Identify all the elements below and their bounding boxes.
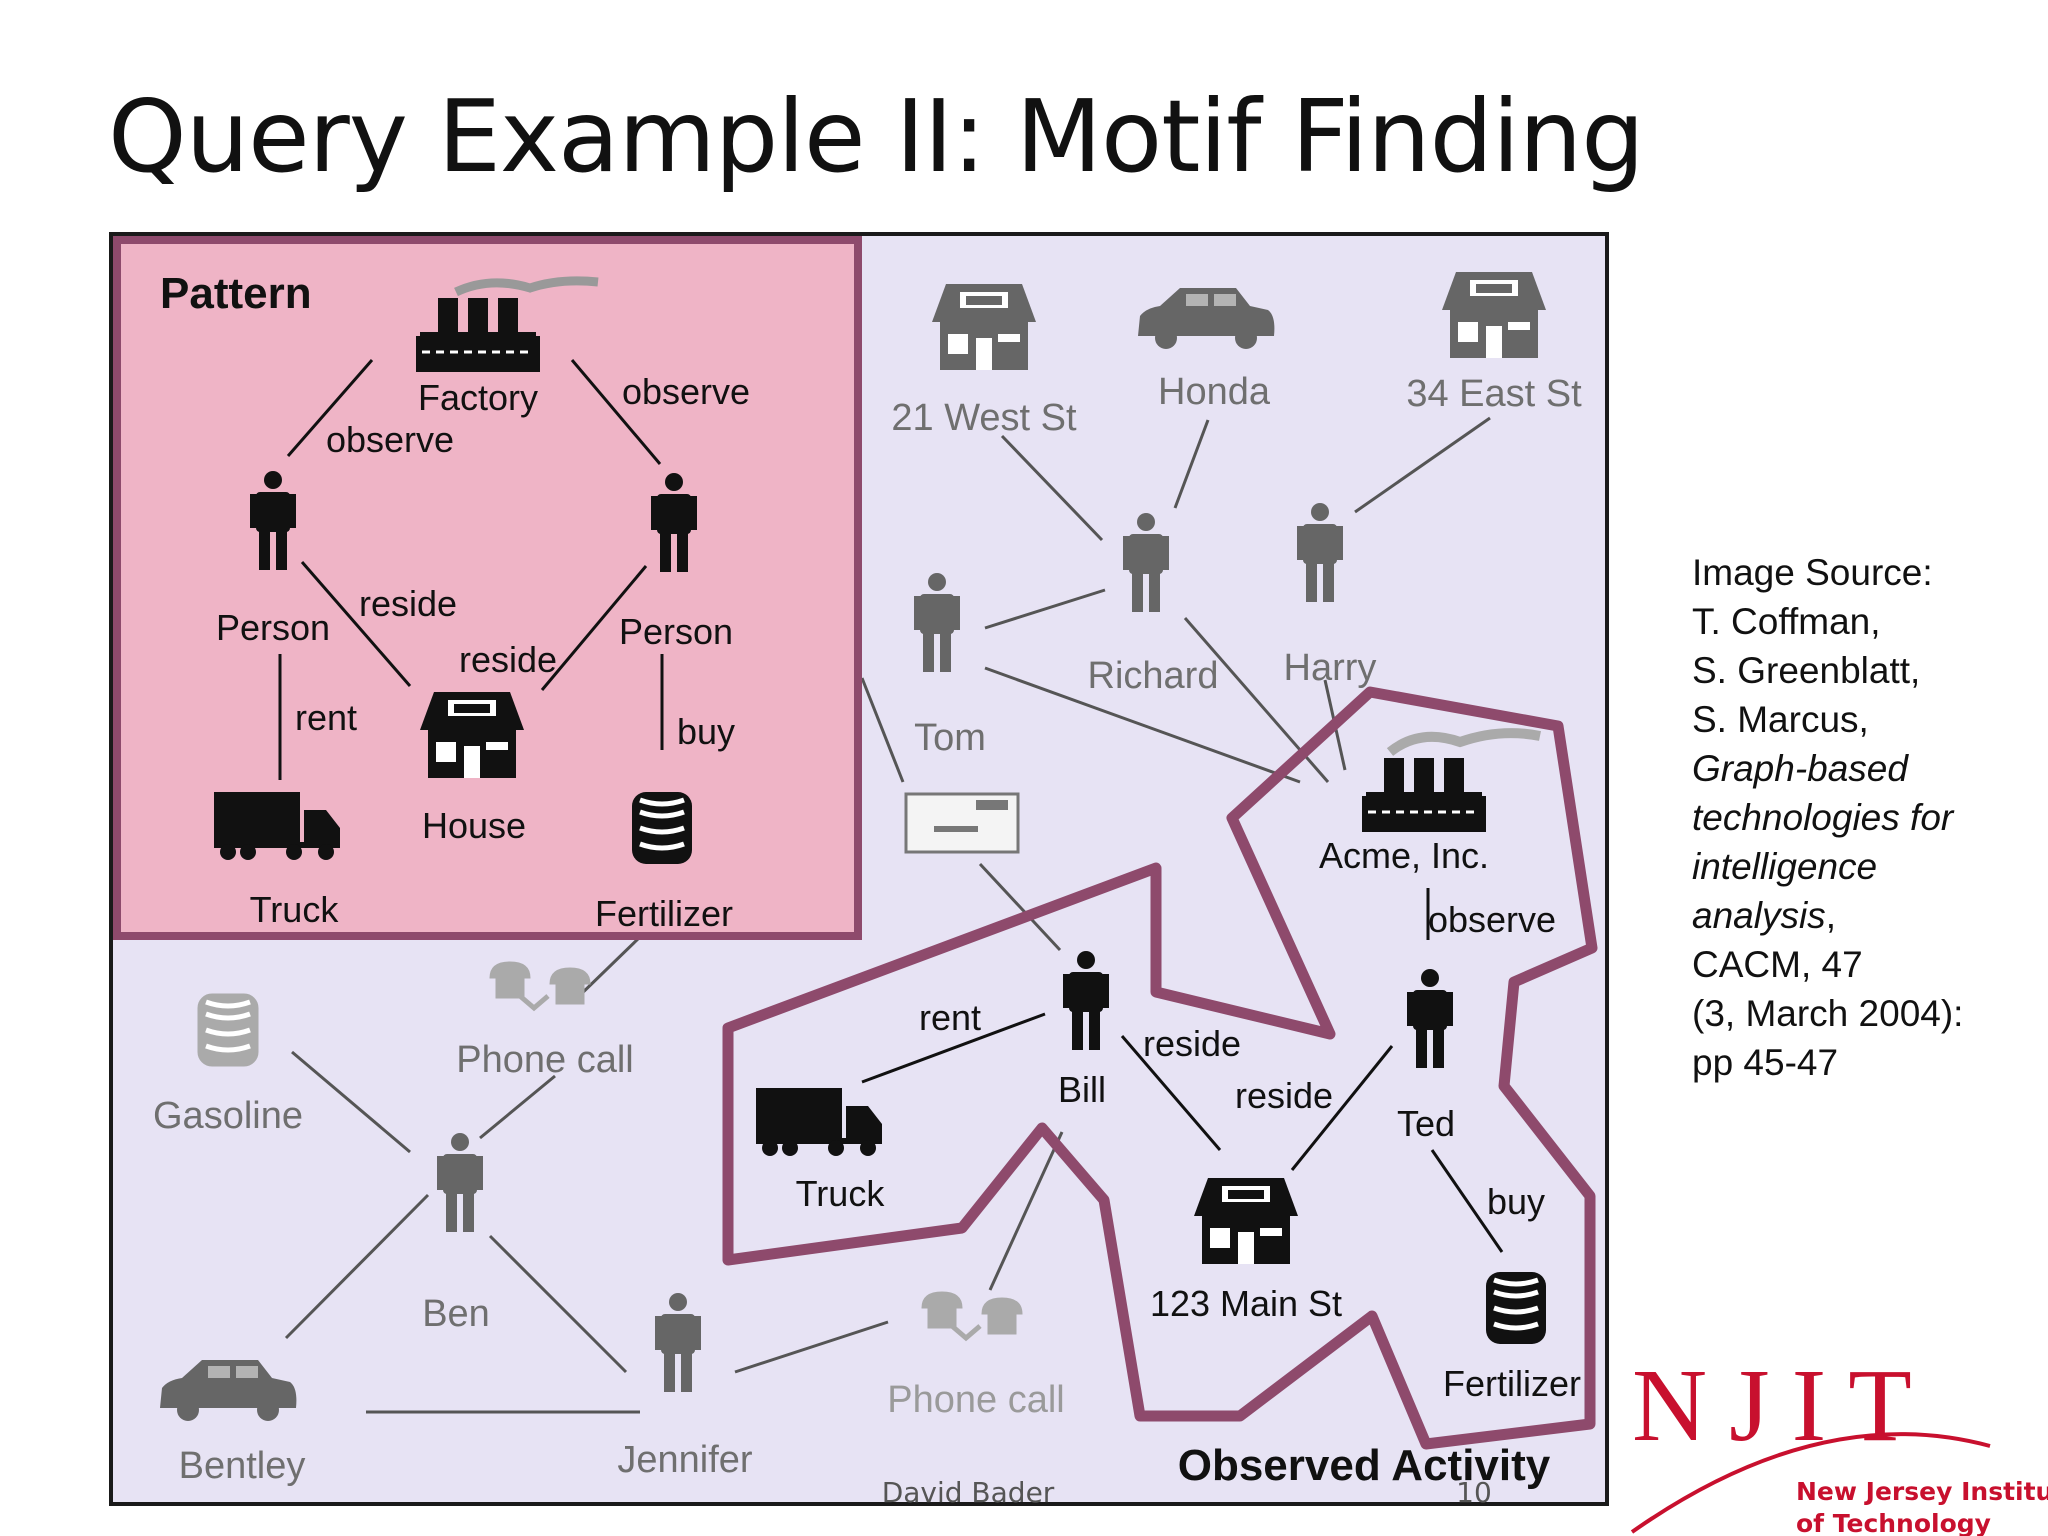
njit-swoosh: [1630, 1432, 1991, 1534]
node-label-acme: Acme, Inc.: [1319, 835, 1489, 876]
pattern-edges: [278, 359, 664, 780]
barrel-icon: [198, 994, 258, 1066]
observed-activity-heading: Observed Activity: [1178, 1441, 1551, 1490]
image-source-citation: Image Source: T. Coffman, S. Greenblatt,…: [1692, 548, 1963, 1087]
citation-line: S. Greenblatt,: [1692, 650, 1921, 691]
citation-comma: ,: [1825, 895, 1836, 936]
node-label-factory: Factory: [418, 377, 538, 418]
edge-label-reside-right: reside: [459, 639, 557, 680]
smoke-icon: [1386, 728, 1541, 757]
node-label-tom: Tom: [914, 717, 986, 759]
node-label-123-main-st: 123 Main St: [1150, 1283, 1342, 1324]
match-highlight-outline: [722, 686, 1598, 1450]
node-label-bentley: Bentley: [179, 1445, 306, 1487]
node-label-person-right: Person: [619, 611, 733, 652]
citation-line: Graph-based: [1692, 748, 1908, 789]
citation-line: analysis,: [1692, 891, 1963, 940]
edge-label-observe-left: observe: [326, 419, 454, 460]
node-label-truck: Truck: [250, 889, 340, 930]
edge-label-reside-left: reside: [359, 583, 457, 624]
barrel-icon: [632, 792, 692, 864]
node-label-house: House: [422, 805, 526, 846]
node-label-bill: Bill: [1058, 1069, 1106, 1110]
node-label-fertilizer: Fertilizer: [595, 893, 733, 934]
node-label-jennifer: Jennifer: [617, 1439, 753, 1481]
citation-line: S. Marcus,: [1692, 699, 1869, 740]
citation-line: pp 45-47: [1692, 1042, 1839, 1083]
footer-author: David Bader: [882, 1476, 1055, 1509]
house-icon: [1194, 1178, 1298, 1264]
barrel-icon: [1486, 1272, 1546, 1344]
slide-number: 10: [1456, 1476, 1492, 1509]
edge-label-reside-bill: reside: [1143, 1023, 1241, 1064]
node-label-phone-call-2: Phone call: [887, 1379, 1064, 1421]
smoke-icon: [454, 276, 599, 297]
pattern-heading: Pattern: [160, 269, 312, 318]
citation-line: intelligence: [1692, 846, 1878, 887]
node-label-richard: Richard: [1088, 655, 1219, 697]
edge-label-rent: rent: [295, 697, 357, 738]
edge-label-buy-activity: buy: [1487, 1181, 1545, 1222]
slide-title: Query Example II: Motif Finding: [108, 78, 1645, 195]
house-icon: [1442, 272, 1546, 358]
edge-label-buy: buy: [677, 711, 735, 752]
node-label-honda: Honda: [1158, 371, 1271, 413]
citation-line: (3, March 2004):: [1692, 993, 1964, 1034]
edge-label-reside-ted: reside: [1235, 1075, 1333, 1116]
matched-labels: Acme, Inc. Bill Ted Truck 123 Main St Fe…: [796, 835, 1581, 1404]
activity-labels-gray: 21 West St Honda 34 East St Tom Richard …: [153, 371, 1582, 1487]
node-label-phone-call-1: Phone call: [456, 1039, 633, 1081]
citation-line: technologies for: [1692, 797, 1954, 838]
document-icon: [904, 792, 1020, 854]
edge-label-observe-activity: observe: [1428, 899, 1556, 940]
citation-line: Image Source:: [1692, 552, 1933, 593]
node-label-truck-activity: Truck: [796, 1173, 886, 1214]
node-label-harry: Harry: [1284, 647, 1377, 689]
njit-logo-line1: New Jersey Institute: [1796, 1477, 2048, 1506]
njit-logo: NJIT New Jersey Institute of Technology: [1630, 1348, 2048, 1536]
node-label-gasoline: Gasoline: [153, 1095, 303, 1137]
node-label-person-left: Person: [216, 607, 330, 648]
edge-label-rent-activity: rent: [919, 997, 981, 1038]
njit-logo-letters: NJIT: [1632, 1348, 1934, 1463]
citation-line: T. Coffman,: [1692, 601, 1881, 642]
node-label-fertilizer-activity: Fertilizer: [1443, 1363, 1581, 1404]
node-label-34-east-st: 34 East St: [1406, 373, 1582, 415]
edge-label-observe-right: observe: [622, 371, 750, 412]
matched-edges: [861, 888, 1504, 1253]
node-label-ted: Ted: [1397, 1103, 1455, 1144]
house-icon: [932, 284, 1036, 370]
njit-logo-line2: of Technology: [1796, 1509, 1991, 1536]
pattern-labels: Factory Person Person House Truck Fertil…: [216, 371, 750, 934]
node-label-ben: Ben: [422, 1293, 490, 1335]
citation-line: CACM, 47: [1692, 944, 1863, 985]
citation-italic: analysis: [1692, 895, 1826, 936]
node-label-21-west-st: 21 West St: [891, 397, 1077, 439]
house-icon: [420, 692, 524, 778]
